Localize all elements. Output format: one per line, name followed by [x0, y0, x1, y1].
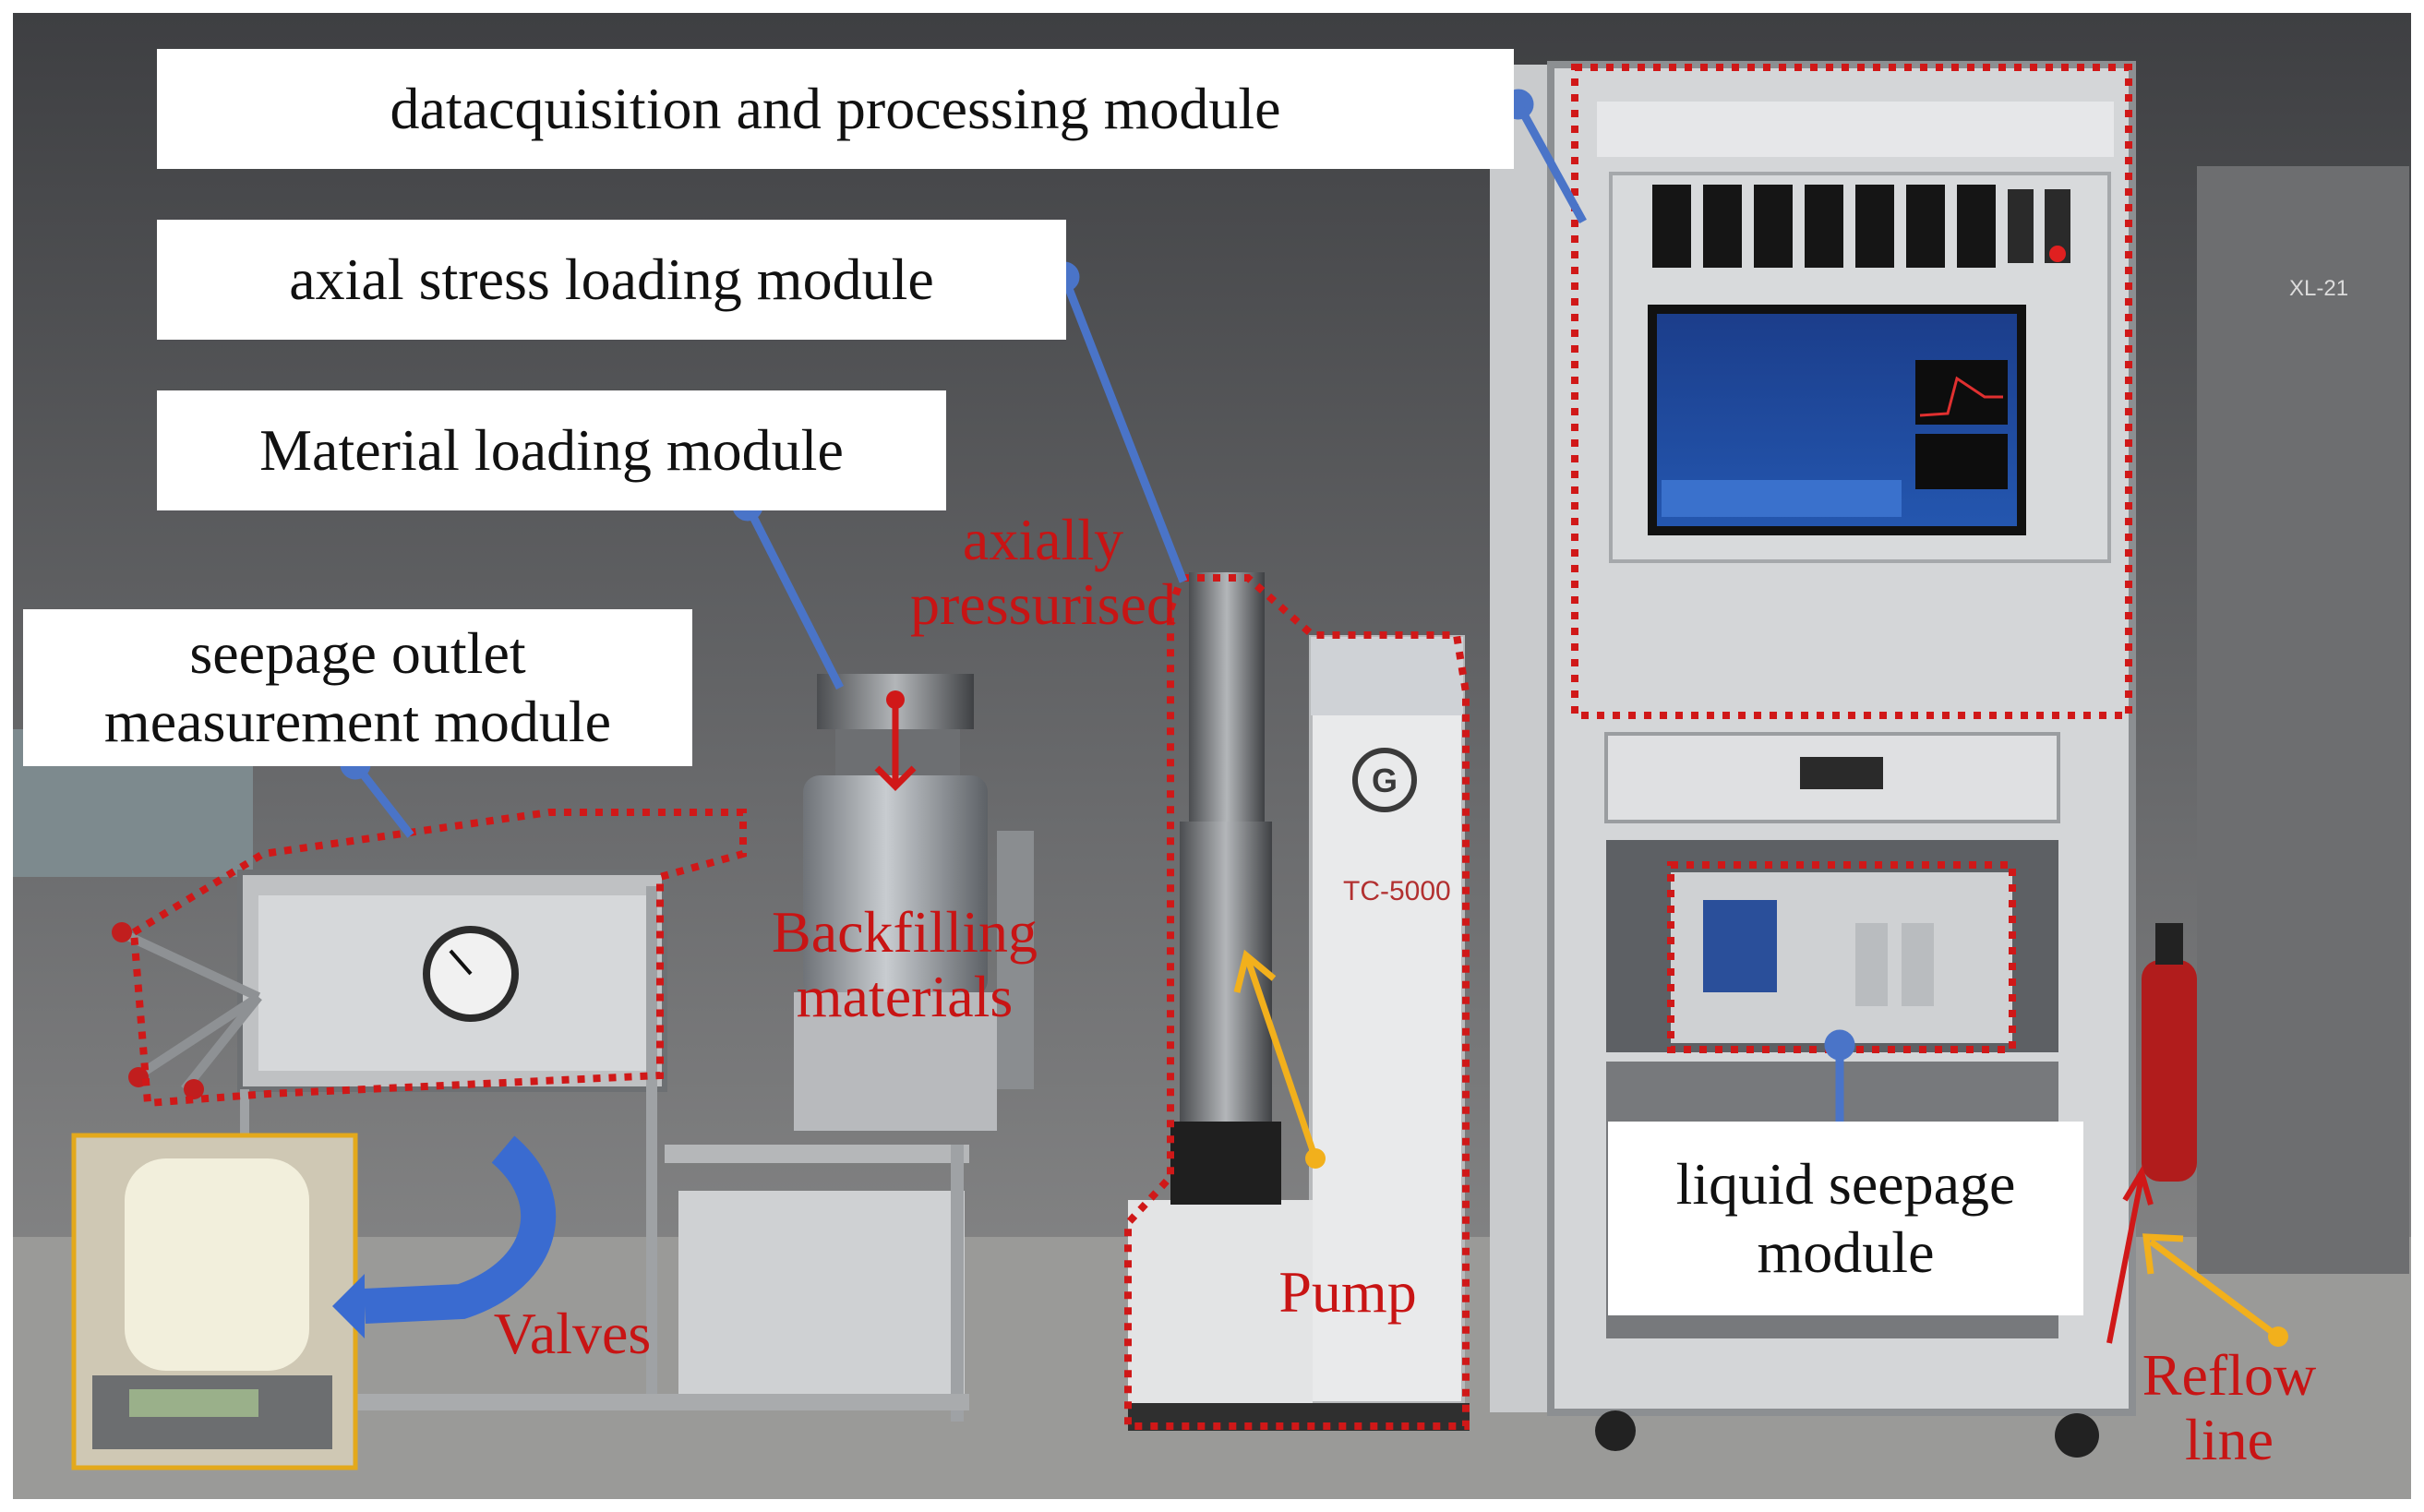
- label-axial-stress-module: axial stress loading module: [157, 220, 1066, 340]
- label-seepage-outlet-line2: measurement module: [103, 689, 612, 754]
- seepage-pump-unit: [1671, 872, 2012, 1043]
- annotation-arrows: [332, 690, 2288, 1347]
- label-data-acquisition-module: datacquisition and processing module: [157, 49, 1514, 169]
- annotation-backfilling-materials: Backfilling materials: [729, 899, 1080, 1030]
- pump-model-label: TC-5000: [1343, 876, 1451, 906]
- control-cabinet: [1490, 61, 2136, 1458]
- label-axial-stress-text: axial stress loading module: [289, 246, 934, 313]
- label-material-loading-text: Material loading module: [259, 417, 844, 484]
- outline-pump: [1124, 574, 1470, 1430]
- fire-extinguisher: [2142, 923, 2197, 1182]
- loading-rig: [112, 674, 1034, 1422]
- outline-data-module: [1571, 64, 2132, 719]
- annotation-pump-text: Pump: [1278, 1259, 1417, 1325]
- annotation-backfilling-line1: Backfilling: [772, 899, 1038, 965]
- pump-logo: G: [1372, 762, 1398, 799]
- label-material-loading-module: Material loading module: [157, 390, 946, 510]
- annotation-pump: Pump: [1255, 1259, 1440, 1325]
- annotation-backfilling-line2: materials: [796, 964, 1014, 1030]
- label-seepage-outlet-module: seepage outlet measurement module: [23, 609, 692, 766]
- annotation-axially-pressurised: axially pressurised: [863, 507, 1223, 638]
- annotation-axially-line1: axially: [962, 507, 1124, 572]
- pump-unit: [1128, 572, 1470, 1431]
- wall-pillar: [2197, 166, 2409, 1274]
- label-data-acquisition-text: datacquisition and processing module: [390, 76, 1281, 142]
- label-liquid-seepage-module: liquid seepage module: [1608, 1122, 2083, 1315]
- annotation-reflow-line: Reflow line: [2105, 1342, 2354, 1473]
- label-liquid-seepage-line1: liquid seepage: [1675, 1151, 2016, 1218]
- annotation-valves: Valves: [471, 1301, 674, 1366]
- digital-meters: [1652, 185, 2070, 268]
- wall-sign: XL-21: [2289, 276, 2348, 301]
- annotation-reflow-line2: line: [2185, 1407, 2274, 1473]
- annotation-reflow-line1: Reflow: [2142, 1342, 2317, 1408]
- leader-lines: [340, 89, 1855, 1122]
- outline-seepage-outlet: [129, 809, 747, 1108]
- inset-photo-reservoir: [71, 1133, 358, 1470]
- annotation-axially-line2: pressurised: [910, 571, 1176, 638]
- label-seepage-outlet-line1: seepage outlet: [189, 620, 526, 687]
- annotation-valves-text: Valves: [493, 1301, 652, 1366]
- label-liquid-seepage-line2: module: [1757, 1219, 1935, 1285]
